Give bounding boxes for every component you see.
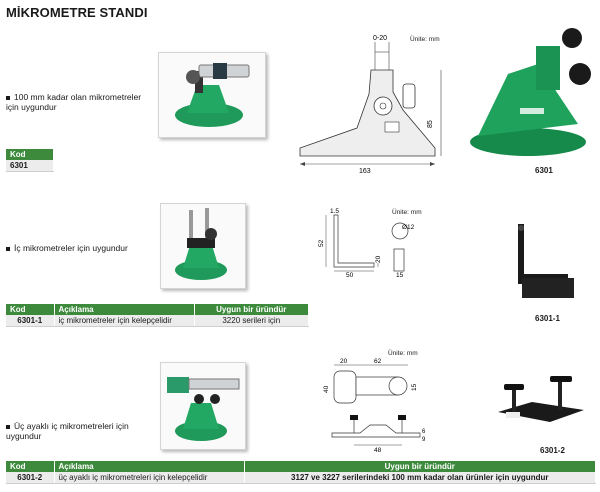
dim-b: 52 [318, 239, 325, 247]
table-row: 6301 [6, 160, 54, 172]
section2-photo [160, 203, 246, 289]
section2-bullet: İç mikrometreler için uygundur [6, 243, 156, 253]
dim-height: 85 [427, 120, 434, 128]
table-cell-description: iç mikrometreler için kelepçelidir [54, 315, 195, 327]
section2-unit: Ünite: mm [392, 209, 422, 216]
dim-range: 0-20 [373, 35, 387, 42]
page-title: MİKROMETRE STANDI [6, 5, 148, 20]
bullet-dot [6, 95, 10, 100]
table-row: 6301-2 üç ayaklı iç mikrometreleri için … [6, 472, 596, 484]
section3-table: Kod Açıklama Uygun bir üründür 6301-2 üç… [6, 461, 596, 484]
table-row: 6301-1 iç mikrometreler için kelepçelidi… [6, 315, 309, 327]
section2-drawing: 50 52 20 1.5 15 Ø12 [318, 208, 415, 277]
table-cell-compatible: 3127 ve 3227 serilerindeki 100 mm kadar … [244, 472, 596, 484]
section1-drawing: 163 85 0-20 [299, 35, 442, 175]
table-cell-description: üç ayaklı iç mikrometreleri için kelepçe… [54, 472, 245, 484]
section2-table: Kod Açıklama Uygun bir üründür 6301-1 iç… [6, 304, 309, 327]
table-header-code: Kod [6, 461, 55, 472]
section3-product-label: 6301-2 [540, 446, 565, 455]
section3-product-image [498, 376, 584, 422]
dim-d: 15 [411, 383, 418, 391]
bullet-dot [6, 424, 10, 429]
table-header-compatible: Uygun bir üründür [194, 304, 309, 315]
table-header-code: Kod [6, 304, 55, 315]
dim-a: 1.5 [330, 208, 339, 215]
section3-drawing: 20 62 40 15 48 6 9 [323, 358, 426, 454]
section1-table: Kod 6301 [6, 149, 54, 172]
dim-b: 62 [374, 358, 382, 365]
dim-e: 15 [396, 272, 404, 277]
dim-f: 6 [422, 429, 426, 435]
table-header-compatible: Uygun bir üründür [244, 461, 596, 472]
section2-bullet-text: İç mikrometreler için uygundur [14, 243, 128, 253]
table-header-description: Açıklama [54, 461, 245, 472]
section1-product-label: 6301 [535, 166, 553, 175]
dim-f: Ø12 [402, 224, 415, 231]
section2-product-label: 6301-1 [535, 314, 560, 323]
section1-photo [158, 52, 266, 138]
section2-product-image [518, 224, 574, 298]
section1-bullet: 100 mm kadar olan mikrometreler için uyg… [6, 92, 156, 112]
section3-photo [160, 362, 246, 450]
section3-unit: Ünite: mm [388, 350, 418, 357]
section3-bullet-text: Üç ayaklı iç mikrometreleri için uygundu… [6, 421, 129, 441]
dim-width: 163 [359, 168, 371, 175]
table-header-description: Açıklama [54, 304, 195, 315]
table-header-code: Kod [6, 149, 54, 160]
table-cell-code: 6301 [6, 160, 54, 172]
table-cell-code: 6301-1 [6, 315, 55, 327]
section1-unit: Ünite: mm [410, 36, 440, 43]
section3-bullet: Üç ayaklı iç mikrometreleri için uygundu… [6, 421, 156, 441]
section1-bullet-text: 100 mm kadar olan mikrometreler için uyg… [6, 92, 142, 112]
dim-e: 48 [374, 447, 382, 454]
dim-d: 50 [346, 272, 354, 277]
dim-c: 20 [375, 255, 382, 263]
bullet-dot [6, 246, 10, 251]
table-cell-compatible: 3220 serileri için [194, 315, 309, 327]
section1-product-image [470, 28, 591, 156]
dim-a: 20 [340, 358, 348, 365]
dim-c: 40 [323, 385, 330, 393]
dim-g: 9 [422, 437, 426, 443]
table-cell-code: 6301-2 [6, 472, 55, 484]
